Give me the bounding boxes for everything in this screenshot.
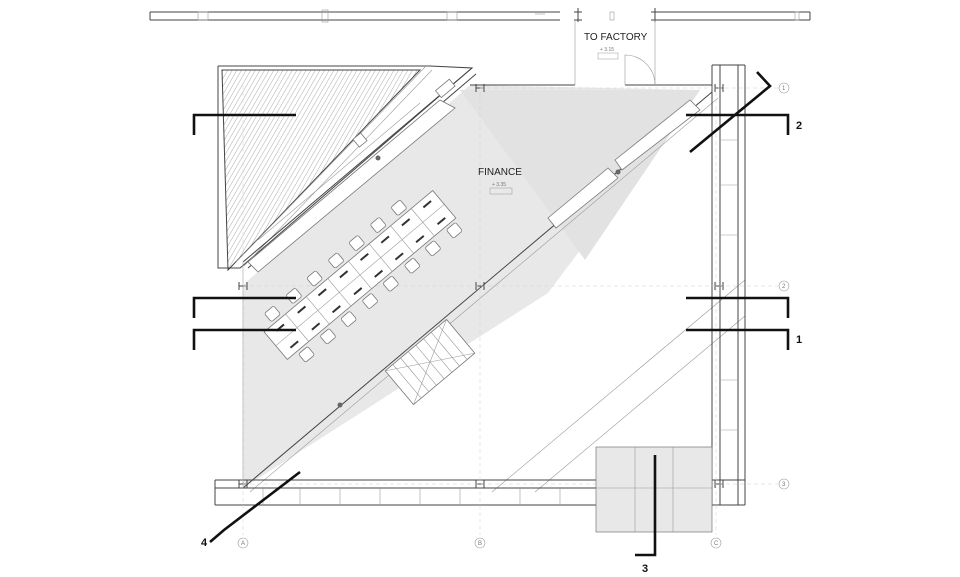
finance-level-box	[489, 187, 513, 195]
finance-label: FINANCE	[478, 167, 522, 178]
to-factory-level: + 3.15	[600, 47, 614, 53]
top-wall	[149, 8, 811, 23]
section-marker-3: 3	[642, 563, 648, 575]
counters	[337, 99, 701, 408]
grid-label-3: 3	[782, 482, 786, 488]
grid-label-2: 2	[782, 284, 786, 290]
finance-level: + 3.35	[492, 182, 506, 188]
section-marker-4: 4	[201, 537, 208, 549]
hatched-void	[217, 65, 474, 272]
section-cut-lines	[192, 71, 790, 557]
to-factory-label: TO FACTORY	[584, 32, 648, 43]
diagonal-wall-upper	[242, 67, 477, 273]
grid-bubbles	[237, 82, 790, 549]
section-marker-2: 2	[796, 120, 802, 132]
to-factory-level-box	[597, 52, 619, 60]
section-marker-1: 1	[796, 334, 802, 346]
grid-lines	[242, 85, 778, 535]
grid-label-a: A	[241, 541, 245, 547]
staircase	[384, 318, 476, 406]
desk-cluster	[263, 189, 463, 363]
grid-label-c: C	[714, 541, 719, 547]
grid-label-1: 1	[782, 86, 786, 92]
grid-label-b: B	[478, 541, 482, 547]
